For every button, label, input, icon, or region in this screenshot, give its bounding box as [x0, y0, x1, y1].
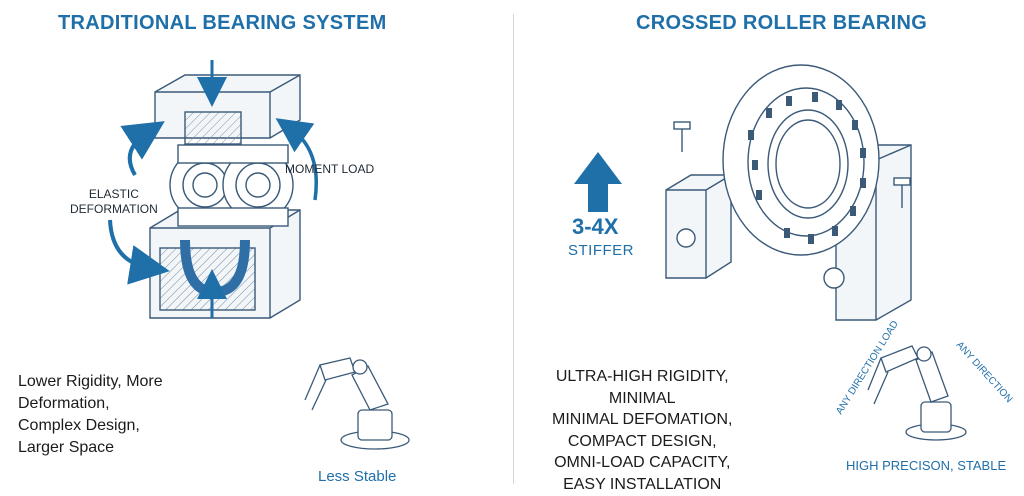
robot-arm-icon: [867, 345, 967, 441]
crossed-roller-panel: CROSSED ROLLER BEARING: [516, 0, 1024, 496]
panel-divider: [513, 14, 514, 484]
summary-line: Complex Design,: [18, 417, 140, 434]
summary-line: MINIMAL: [608, 389, 676, 407]
summary-line: Lower Rigidity, More: [18, 373, 163, 390]
crossed-roller-summary: ULTRA-HIGH RIGIDITY, MINIMAL MINIMAL DEF…: [552, 366, 732, 495]
moment-load-label: MOMENT LOAD: [285, 162, 375, 176]
high-precision-caption: HIGH PRECISON, STABLE: [846, 458, 1007, 473]
summary-line: ULTRA-HIGH RIGIDITY,: [555, 368, 729, 385]
traditional-title: TRADITIONAL BEARING SYSTEM: [58, 12, 387, 34]
stiffness-value: 3-4X: [572, 214, 619, 239]
summary-line: EASY INSTALLATION: [563, 475, 722, 493]
traditional-summary: Lower Rigidity, More Deformation, Comple…: [18, 371, 163, 459]
less-stable-caption: Less Stable: [318, 468, 397, 485]
summary-line: COMPACT DESIGN,: [567, 432, 717, 450]
elastic-deformation-label: ELASTIC DEFORMATION: [70, 187, 158, 216]
traditional-bearing-panel: TRADITIONAL BEARING SYSTEM: [18, 12, 410, 485]
summary-line: MINIMAL DEFOMATION,: [552, 411, 733, 428]
up-arrow-icon: [574, 152, 622, 212]
summary-line: Deformation,: [18, 395, 110, 412]
crossed-roller-title: CROSSED ROLLER BEARING: [636, 12, 928, 34]
crossed-roller-illustration: ANY DIRECTION LOAD ANY DIRECTION: [574, 64, 1014, 441]
arc-label-right: ANY DIRECTION: [954, 340, 1014, 405]
robot-arm-icon: [304, 357, 410, 450]
summary-line: OMNI-LOAD CAPACITY,: [554, 454, 731, 471]
traditional-bearing-illustration: [108, 60, 410, 450]
summary-line: Larger Space: [18, 439, 115, 456]
stiffness-label: STIFFER: [568, 242, 634, 259]
